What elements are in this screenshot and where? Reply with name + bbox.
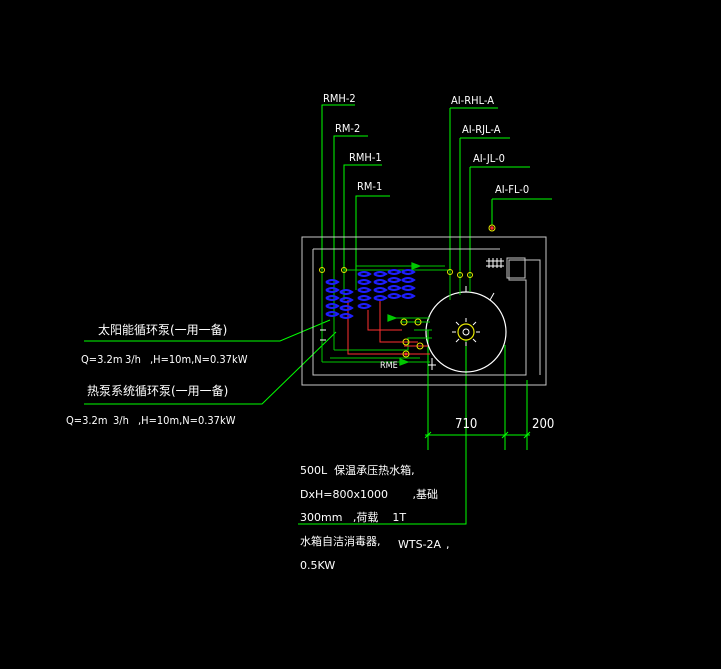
- dimension-710: 710: [455, 417, 477, 432]
- label-rhl: AI-RHL-A: [451, 94, 494, 107]
- pump-callouts: 太阳能循环泵(一用一备) Q=3.2m 3/h ,H=10m,N=0.37kW …: [66, 322, 248, 427]
- label-fl: AI-FL-0: [495, 183, 529, 196]
- pump-column-2: [339, 289, 354, 319]
- leader-tank-note: [298, 340, 467, 525]
- leader-rmh2: [321, 104, 355, 270]
- heat-pump-name: 热泵系统循环泵(一用一备): [87, 384, 228, 398]
- label-rm2: RM-2: [335, 122, 360, 135]
- solar-pump-spec-q: Q=3.2m: [81, 353, 122, 366]
- room-frame: [301, 236, 547, 386]
- tank-note-line1: 500L 保温承压热水箱,: [300, 463, 415, 477]
- tank-note: 500L 保温承压热水箱, DxH=800x1000 ,基础 300mm ,荷载…: [300, 463, 450, 572]
- leader-rm2: [333, 135, 368, 270]
- pipe-labels: RMH-2 RM-2 RMH-1 RM-1 AI-RHL-A AI-RJL-A …: [323, 92, 529, 371]
- hot-water-tank: [425, 286, 507, 373]
- tank-note-line4b: WTS-2A: [398, 538, 442, 551]
- pump-column-3: [357, 271, 372, 309]
- label-rjl: AI-RJL-A: [462, 123, 501, 136]
- tank-note-line3: 300mm ,荷载 1T: [300, 511, 406, 524]
- heat-pump-spec-unit: 3/h: [113, 414, 129, 427]
- dimension-lines: [424, 330, 531, 450]
- label-rme: RME: [380, 361, 398, 371]
- tank-note-line4a: 水箱自洁消毒器,: [300, 534, 381, 548]
- leader-heat-pump: [84, 331, 337, 405]
- heat-pump-spec-q: Q=3.2m: [66, 414, 107, 427]
- label-rmh2: RMH-2: [323, 92, 356, 105]
- tank-note-line5: 0.5KW: [300, 559, 335, 572]
- pipework: [321, 262, 471, 366]
- tank-note-line4c: ,: [446, 538, 450, 551]
- solar-pump-spec-unit: 3/h: [125, 353, 141, 366]
- solar-pump-name: 太阳能循环泵(一用一备): [98, 322, 227, 337]
- pump-column-1: [325, 279, 340, 317]
- label-rmh1: RMH-1: [349, 151, 382, 164]
- circulation-pumps: [325, 269, 416, 319]
- label-jl: AI-JL-0: [473, 152, 505, 165]
- pump-column-5: [387, 269, 402, 299]
- label-rm1: RM-1: [357, 180, 382, 193]
- dimension-text: 710 200: [455, 417, 554, 432]
- valves: [319, 224, 504, 370]
- leader-rmh1: [343, 164, 382, 270]
- pipe-label-leaders: [84, 104, 552, 525]
- leader-rm1: [355, 195, 390, 270]
- solar-pump-spec-rest: ,H=10m,N=0.37kW: [150, 353, 248, 366]
- tank-note-line2: DxH=800x1000 ,基础: [300, 488, 438, 501]
- heat-pump-spec-rest: ,H=10m,N=0.37kW: [138, 414, 236, 427]
- pump-column-4: [373, 271, 388, 301]
- pump-column-6: [401, 269, 416, 299]
- dimension-200: 200: [532, 417, 554, 432]
